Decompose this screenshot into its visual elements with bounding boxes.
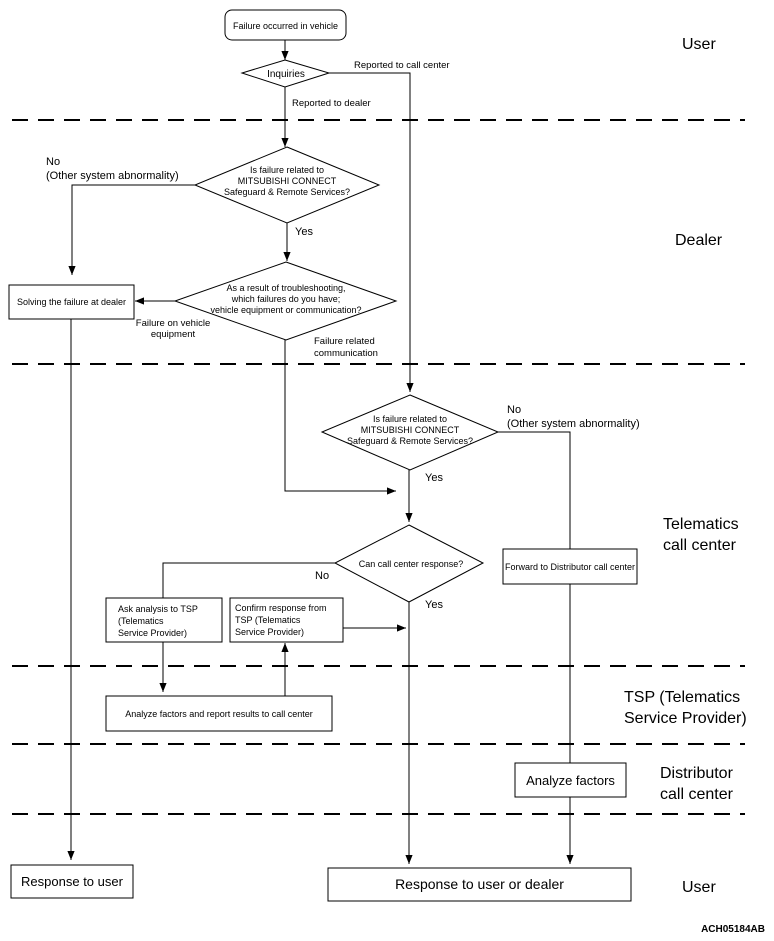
node-analyze-report: Analyze factors and report results to ca… bbox=[105, 695, 333, 732]
tcc-related-line3: Safeguard & Remote Services? bbox=[347, 436, 473, 446]
troubleshoot-line1: As a result of troubleshooting, bbox=[226, 283, 345, 293]
label-failure-vehicle-line2: equipment bbox=[151, 329, 196, 340]
can-respond-text: Can call center response? bbox=[359, 559, 464, 569]
ask-tsp-line3: Service Provider) bbox=[118, 628, 187, 638]
connectors bbox=[67, 40, 574, 864]
tcc-related-line2: MITSUBISHI CONNECT bbox=[361, 425, 460, 435]
analyze-factors-text: Analyze factors bbox=[526, 773, 615, 788]
label-no-other-2-line1: No bbox=[507, 404, 521, 416]
label-failure-comm-line1: Failure related bbox=[314, 336, 375, 347]
confirm-tsp-line2: TSP (Telematics bbox=[235, 615, 301, 625]
forward-distributor-text: Forward to Distributor call center bbox=[505, 562, 635, 572]
label-no-3: No bbox=[315, 570, 329, 582]
node-can-respond-decision: Can call center response? bbox=[333, 524, 485, 603]
node-solving-at-dealer: Solving the failure at dealer bbox=[8, 284, 135, 320]
lane-distributor-line2: call center bbox=[660, 786, 734, 803]
node-inquiries: Inquiries bbox=[240, 59, 331, 88]
edge-dealer-no-to-solving bbox=[68, 184, 195, 275]
edge-respond-no-ask bbox=[162, 562, 335, 598]
confirm-tsp-line1: Confirm response from bbox=[235, 603, 327, 613]
edge-tcc-no-forward bbox=[498, 431, 571, 549]
inquiries-text: Inquiries bbox=[267, 69, 305, 80]
failure-occurred-text: Failure occurred in vehicle bbox=[233, 21, 338, 31]
tcc-related-line1: Is failure related to bbox=[373, 414, 447, 424]
label-reported-call-center: Reported to call center bbox=[354, 60, 450, 71]
edge-inquiries-call-center bbox=[329, 72, 414, 392]
label-yes-1: Yes bbox=[295, 226, 313, 238]
dealer-related-line2: MITSUBISHI CONNECT bbox=[238, 176, 337, 186]
ask-tsp-line2: (Telematics bbox=[118, 616, 164, 626]
node-failure-occurred: Failure occurred in vehicle bbox=[224, 9, 347, 41]
troubleshoot-line3: vehicle equipment or communication? bbox=[210, 305, 361, 315]
label-reported-dealer: Reported to dealer bbox=[292, 98, 371, 109]
lane-distributor-line1: Distributor bbox=[660, 765, 734, 782]
analyze-report-text: Analyze factors and report results to ca… bbox=[125, 709, 313, 719]
label-no-other-1-line1: No bbox=[46, 156, 60, 168]
confirm-tsp-line3: Service Provider) bbox=[235, 627, 304, 637]
response-user-dealer-text: Response to user or dealer bbox=[395, 876, 564, 892]
ask-tsp-line1: Ask analysis to TSP bbox=[118, 604, 198, 614]
node-confirm-tsp: Confirm response from TSP (Telematics Se… bbox=[229, 597, 344, 643]
lane-dealer: Dealer bbox=[675, 232, 723, 249]
node-tcc-related-decision: Is failure related to MITSUBISHI CONNECT… bbox=[320, 394, 500, 471]
lane-tsp-line1: TSP (Telematics bbox=[624, 689, 740, 706]
figure-code: ACH05184AB bbox=[701, 924, 765, 935]
node-forward-distributor: Forward to Distributor call center bbox=[502, 548, 638, 585]
lane-separators bbox=[12, 119, 745, 815]
label-failure-comm-line2: communication bbox=[314, 348, 378, 359]
node-dealer-related-decision: Is failure related to MITSUBISHI CONNECT… bbox=[193, 146, 381, 224]
response-user-text: Response to user bbox=[21, 874, 124, 889]
lane-user-top: User bbox=[682, 36, 716, 53]
node-ask-tsp: Ask analysis to TSP (Telematics Service … bbox=[105, 597, 223, 643]
node-troubleshoot-decision: As a result of troubleshooting, which fa… bbox=[173, 261, 398, 341]
edge-troubleshoot-communication bbox=[284, 340, 396, 495]
node-response-user-dealer: Response to user or dealer bbox=[327, 867, 632, 902]
label-no-other-2-line2: (Other system abnormality) bbox=[507, 418, 640, 430]
lane-telematics-line2: call center bbox=[663, 537, 737, 554]
node-analyze-factors: Analyze factors bbox=[514, 762, 627, 798]
label-failure-vehicle-line1: Failure on vehicle bbox=[136, 318, 210, 329]
troubleshoot-line2: which failures do you have; bbox=[231, 294, 341, 304]
node-response-user: Response to user bbox=[10, 864, 134, 899]
dealer-related-line1: Is failure related to bbox=[250, 165, 324, 175]
lane-labels: User Dealer Telematics call center TSP (… bbox=[624, 36, 747, 896]
lane-tsp-line2: Service Provider) bbox=[624, 710, 747, 727]
solving-at-dealer-text: Solving the failure at dealer bbox=[17, 297, 126, 307]
lane-user-bottom: User bbox=[682, 879, 716, 896]
lane-telematics-line1: Telematics bbox=[663, 516, 739, 533]
edge-labels: Reported to call center Reported to deal… bbox=[46, 60, 640, 611]
dealer-related-line3: Safeguard & Remote Services? bbox=[224, 187, 350, 197]
label-yes-3: Yes bbox=[425, 599, 443, 611]
label-no-other-1-line2: (Other system abnormality) bbox=[46, 170, 179, 182]
label-yes-2: Yes bbox=[425, 472, 443, 484]
